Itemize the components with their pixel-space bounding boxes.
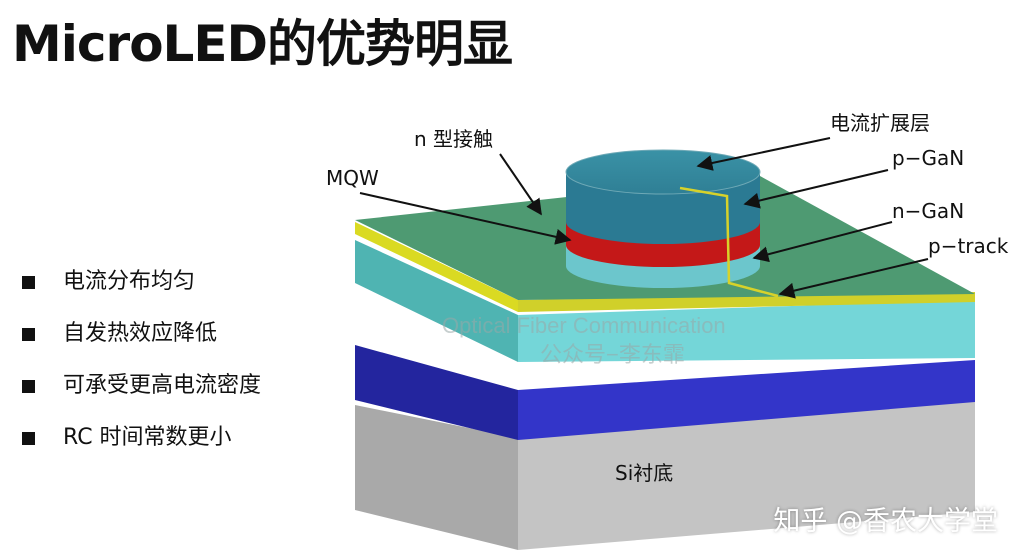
label-n-contact: n 型接触 [414, 127, 493, 151]
substrate-side-face [518, 400, 975, 550]
arrow-n-contact [499, 153, 542, 216]
p-track-strip [355, 222, 518, 312]
bullet-item: 电流分布均匀 [22, 256, 261, 308]
bullet-list: 电流分布均匀 自发热效应降低 可承受更高电流密度 RC 时间常数更小 [22, 256, 261, 464]
bullet-item: 自发热效应降低 [22, 308, 261, 360]
bullet-text: 可承受更高电流密度 [63, 373, 262, 398]
blue-layer-front [355, 345, 518, 440]
label-p-gan: p−GaN [892, 146, 964, 170]
source-credit: 知乎 @香农大学堂 [773, 506, 998, 537]
square-bullet-icon [22, 379, 35, 393]
arrow-p-gan [743, 169, 889, 209]
arrow-p-track [778, 258, 929, 299]
label-mqw: MQW [326, 166, 379, 190]
page-title: MicroLED的优势明显 [12, 15, 513, 73]
bullet-text: 自发热效应降低 [63, 321, 218, 346]
arrow-spreading-layer [696, 137, 831, 171]
label-n-gan: n−GaN [892, 199, 964, 223]
p-track-strip-side [518, 292, 975, 312]
ngan-layer-side [518, 300, 975, 362]
watermark-line2: 公众号−李东霏 [540, 342, 685, 367]
blue-layer-side [518, 360, 975, 440]
arrow-n-gan [752, 221, 893, 263]
label-substrate: Si衬底 [615, 461, 673, 485]
square-bullet-icon [22, 275, 35, 289]
label-spreading-layer: 电流扩展层 [830, 111, 930, 135]
square-bullet-icon [22, 431, 35, 445]
mesa-cylinder [565, 149, 761, 288]
bullet-item: 可承受更高电流密度 [22, 360, 261, 412]
bullet-text: RC 时间常数更小 [63, 425, 232, 450]
square-bullet-icon [22, 327, 35, 341]
p-track-line [679, 186, 779, 298]
label-p-track: p−track [928, 234, 1009, 258]
arrow-mqw [359, 192, 572, 245]
substrate-front-face [355, 405, 518, 550]
watermark-line1: Optical Fiber Communication [442, 313, 726, 338]
bullet-item: RC 时间常数更小 [22, 412, 261, 464]
ngan-layer-front [355, 240, 518, 362]
bullet-text: 电流分布均匀 [63, 269, 196, 294]
